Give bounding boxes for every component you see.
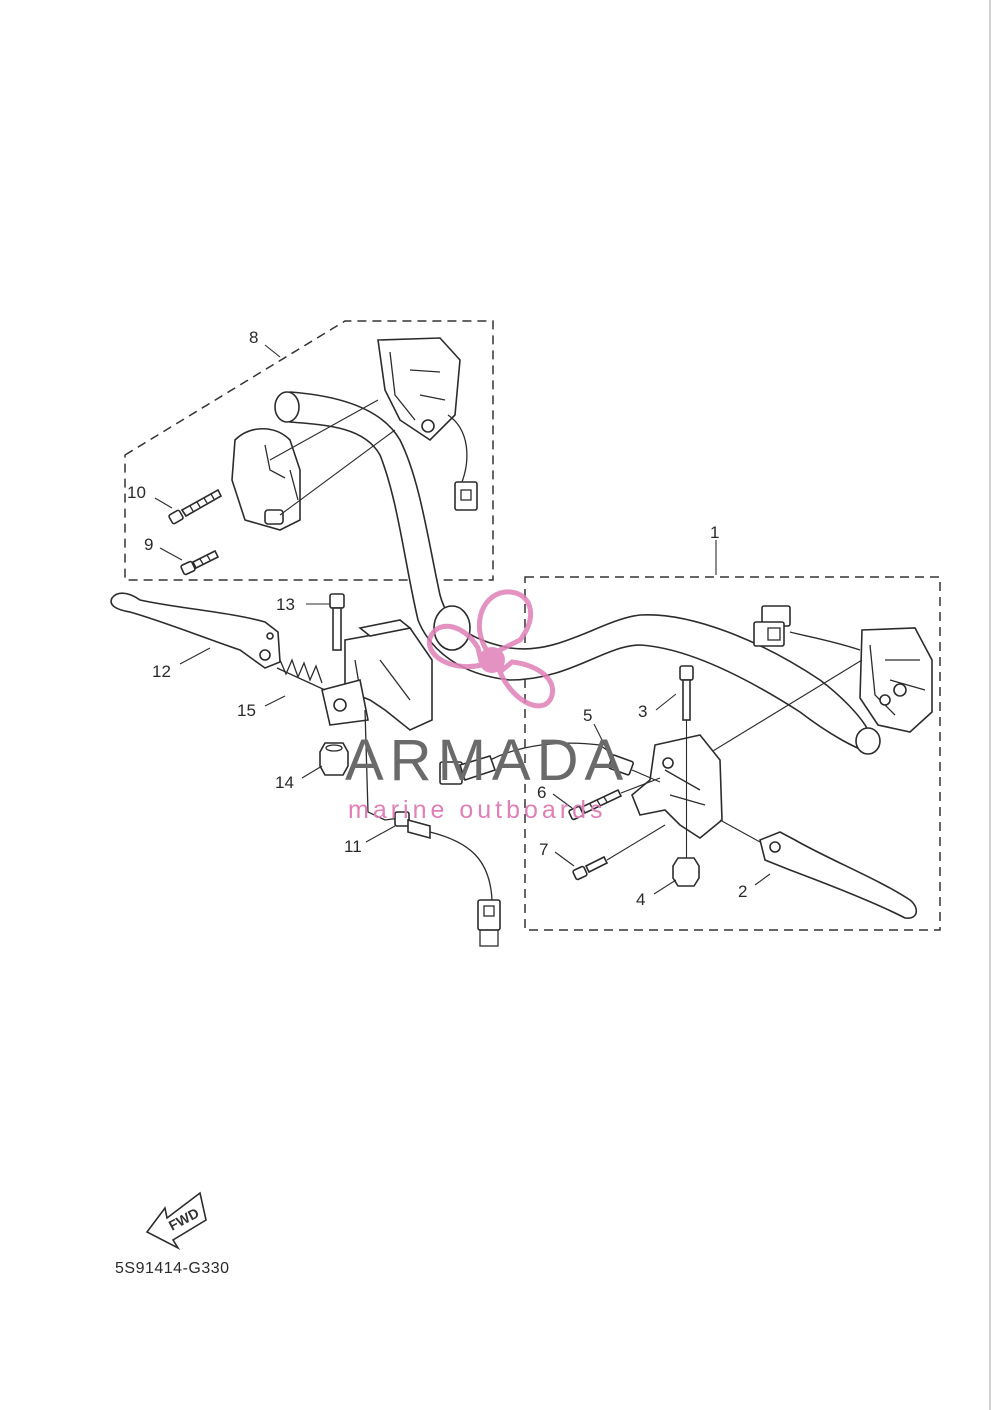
assembly-box-1 xyxy=(524,576,941,931)
lever-holder-right xyxy=(631,734,723,839)
callout-9: 9 xyxy=(144,535,153,554)
bolt-13 xyxy=(329,593,345,651)
switch-housing-left xyxy=(231,337,478,531)
screw-10 xyxy=(168,488,223,525)
drawing-code: 5S91414-G330 xyxy=(115,1260,230,1277)
callout-8: 8 xyxy=(249,328,258,347)
switch-wire-11 xyxy=(364,709,501,947)
callout-5: 5 xyxy=(583,706,592,725)
screw-7 xyxy=(572,824,666,881)
callout-1: 1 xyxy=(710,523,719,542)
nut-14 xyxy=(319,742,349,776)
callout-11: 11 xyxy=(344,837,362,856)
lever-12 xyxy=(110,592,281,669)
watermark-tagline: marine outboards xyxy=(348,796,607,824)
callout-6: 6 xyxy=(537,783,546,802)
callout-10: 10 xyxy=(127,483,146,502)
propeller-logo-icon xyxy=(426,589,555,709)
fwd-arrow-icon: FWD xyxy=(145,1191,207,1251)
callout-14: 14 xyxy=(275,773,294,792)
spring-15 xyxy=(276,658,326,691)
switch-wire-5 xyxy=(439,742,661,785)
callout-4: 4 xyxy=(636,890,645,909)
bolt-3 xyxy=(679,665,694,858)
watermark-brand: ARMADA xyxy=(345,728,629,793)
lever-2 xyxy=(719,819,918,919)
callout-2: 2 xyxy=(738,882,747,901)
lever-bracket xyxy=(321,619,433,731)
callout-3: 3 xyxy=(638,702,647,721)
callout-15: 15 xyxy=(237,701,256,720)
handlebar xyxy=(274,391,881,755)
callout-13: 13 xyxy=(276,595,295,614)
callout-labels: 1 2 3 4 5 6 7 8 9 10 11 12 13 14 15 xyxy=(127,328,747,909)
callout-12: 12 xyxy=(152,662,171,681)
nut-4 xyxy=(672,857,700,887)
screw-6 xyxy=(568,777,661,821)
switch-housing-right xyxy=(689,605,933,766)
assembly-box-8 xyxy=(124,320,494,581)
callout-7: 7 xyxy=(539,840,548,859)
leader-lines xyxy=(154,344,771,895)
screw-9 xyxy=(180,549,220,576)
